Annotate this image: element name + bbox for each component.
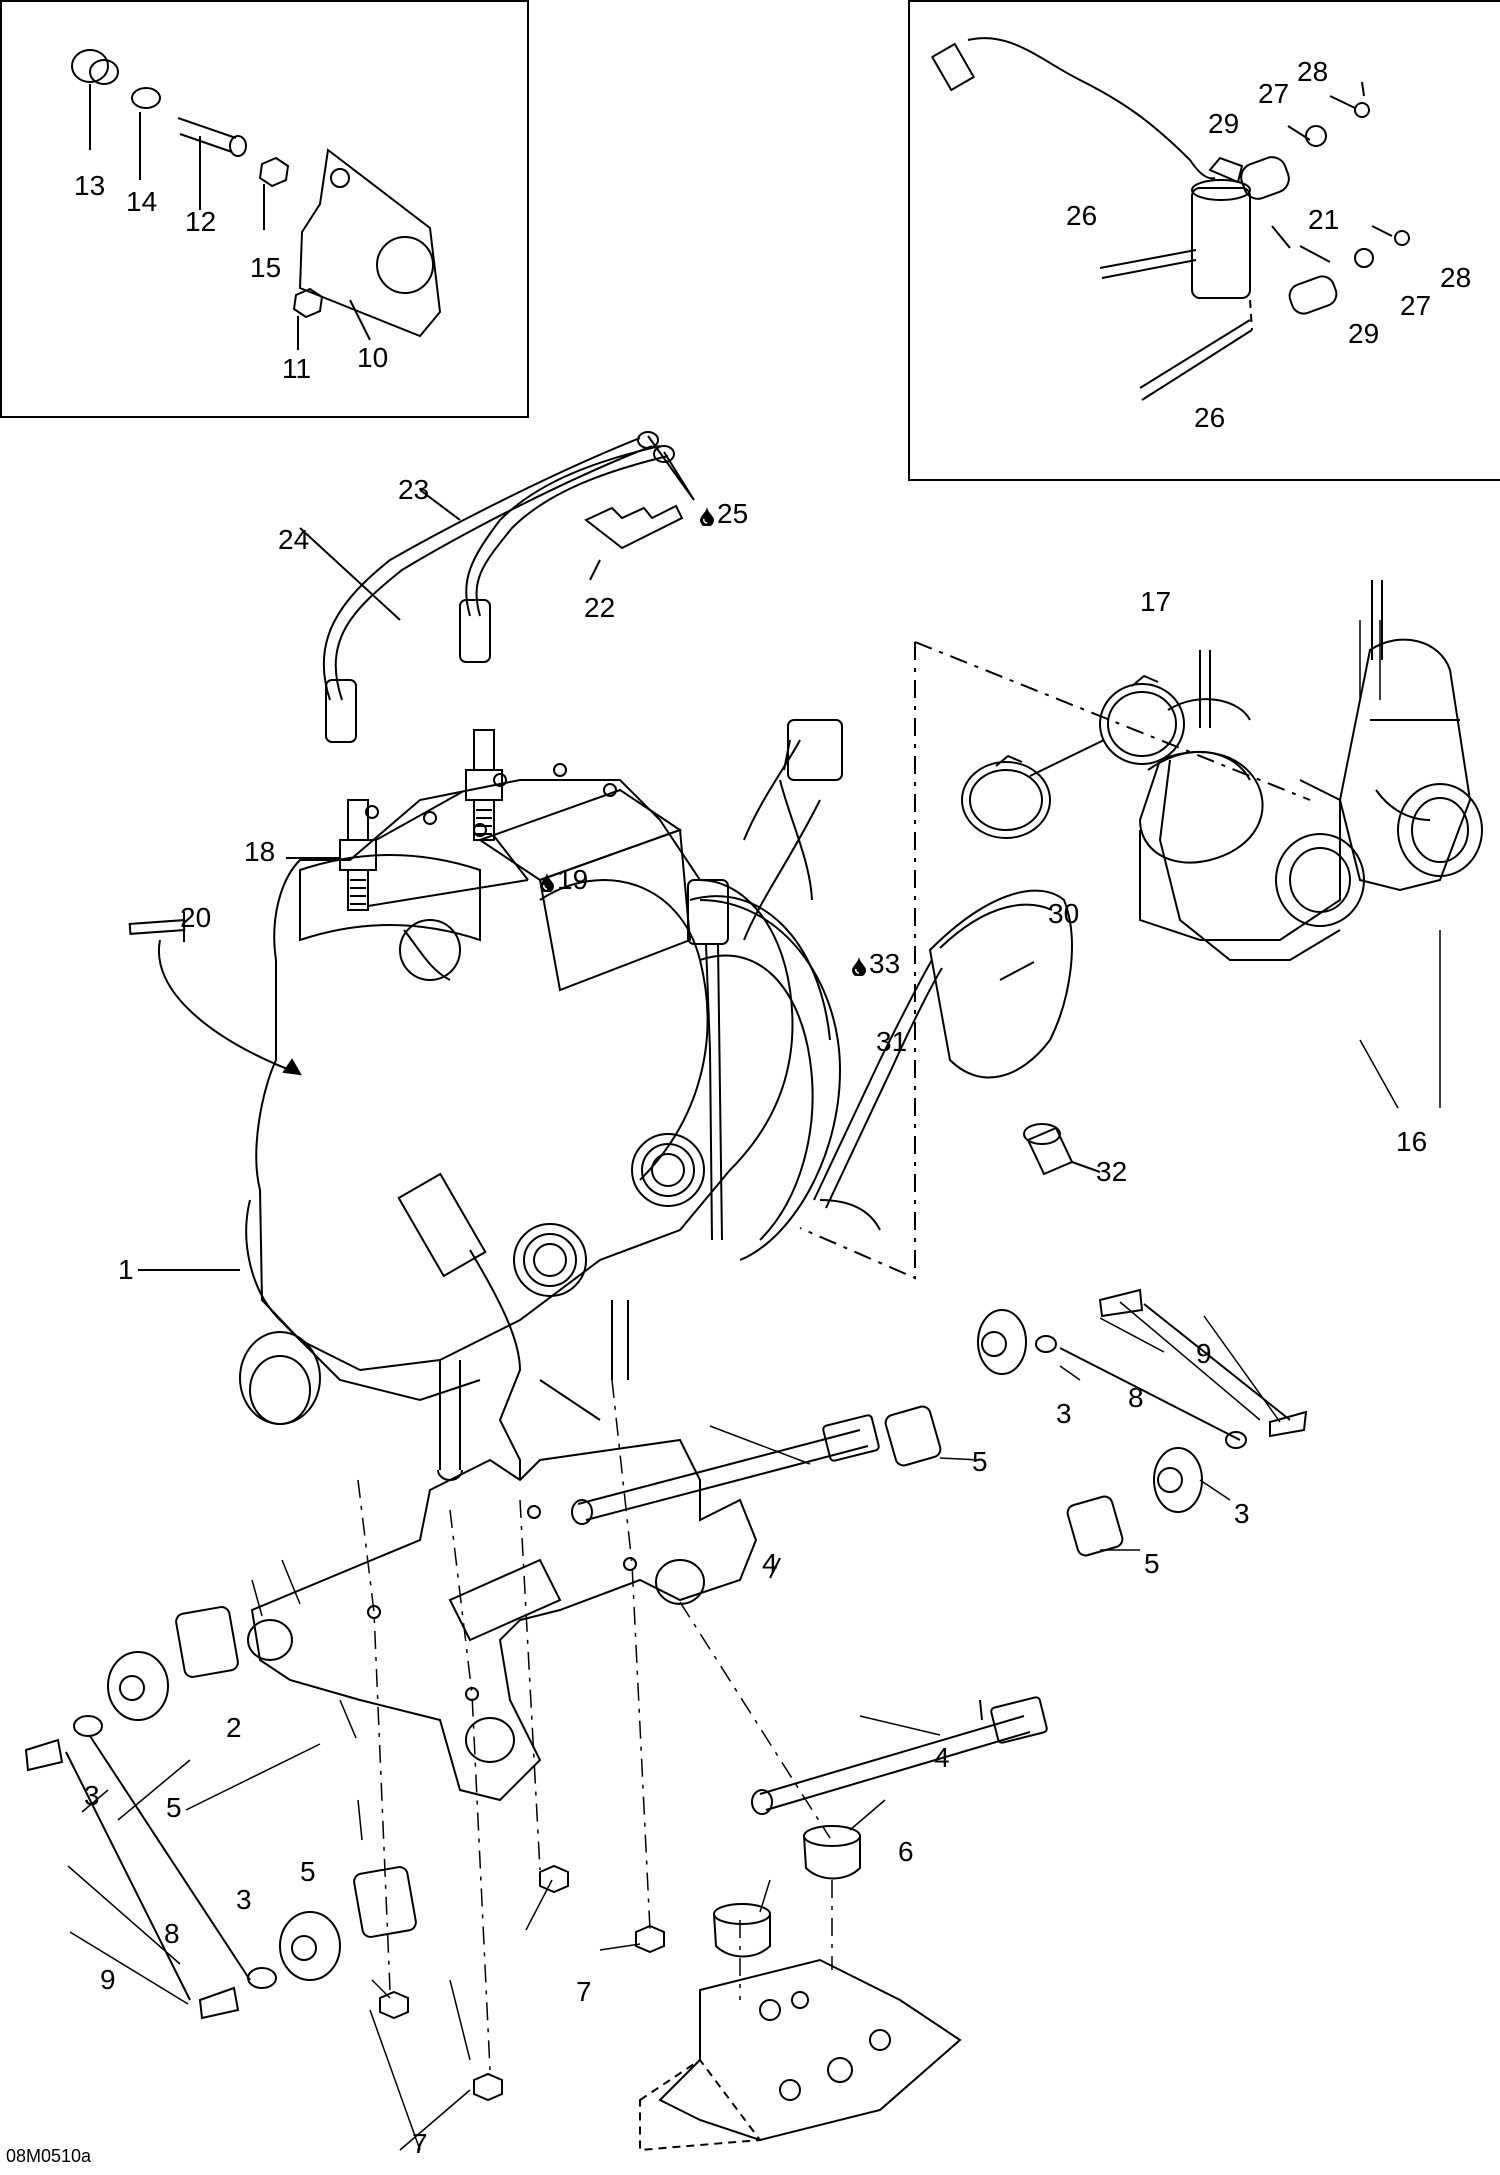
callout-27b: 27 (1400, 290, 1432, 321)
callout-19-number: 19 (557, 864, 589, 895)
oil-drop-icon (700, 506, 714, 526)
callout-33: 33 (852, 950, 900, 978)
callout-33-number: 33 (869, 948, 901, 979)
sleeve-part (1023, 1123, 1101, 1176)
callout-25-number: 25 (717, 498, 749, 529)
callout-26b: 26 (1194, 402, 1226, 433)
callout-7b: 7 (412, 2128, 428, 2159)
callout-9a: 9 (1196, 1338, 1212, 1369)
callout-25: 25 (700, 500, 748, 528)
inset-top-left-frame (0, 0, 529, 418)
leader-lines (67, 930, 1441, 2151)
callout-1: 1 (118, 1254, 134, 1285)
callout-19: 19 (540, 866, 588, 894)
callout-29b: 29 (1348, 318, 1380, 349)
callout-18: 18 (244, 836, 276, 867)
inset-top-right-frame (908, 0, 1500, 481)
callout-17: 17 (1140, 586, 1172, 617)
callout-3d: 3 (236, 1884, 252, 1915)
callout-5a: 5 (972, 1446, 988, 1477)
callout-7a: 7 (576, 1976, 592, 2007)
spark-plug-wires (299, 431, 695, 743)
callout-27a: 27 (1258, 78, 1290, 109)
left-mounts (24, 1606, 417, 2020)
engine-bracket (247, 1438, 758, 1802)
wiring-harness (687, 719, 1073, 1241)
callout-29a: 29 (1208, 108, 1240, 139)
callout-3c: 3 (84, 1780, 100, 1811)
callout-23: 23 (398, 474, 430, 505)
assembly-lines-lower (357, 1379, 833, 2071)
callout-11: 11 (282, 353, 312, 384)
callout-28b: 28 (1440, 262, 1472, 293)
callout-12: 12 (185, 206, 217, 237)
callout-6: 6 (898, 1836, 914, 1867)
ignition-coil-group (930, 37, 1410, 401)
callout-26a: 26 (1066, 200, 1098, 231)
callout-14: 14 (126, 186, 158, 217)
assembly-lines-upper (799, 641, 1311, 1280)
callout-15: 15 (250, 252, 282, 283)
callout-16: 16 (1396, 1126, 1428, 1157)
engine-block (138, 763, 842, 1481)
callout-31: 31 (876, 1026, 908, 1057)
lower-support-tray (639, 1958, 962, 2152)
callout-8a: 8 (1128, 1382, 1144, 1413)
rubber-dampers (713, 1825, 861, 1958)
mount-nuts (379, 1864, 665, 2102)
callout-30: 30 (1048, 898, 1080, 929)
callout-13: 13 (74, 170, 106, 201)
callout-5b: 5 (1144, 1548, 1160, 1579)
callout-22: 22 (584, 592, 616, 623)
oil-drop-icon (540, 872, 554, 892)
callout-4b: 4 (934, 1742, 950, 1773)
drawing-code: 08M0510a (6, 2146, 92, 2166)
callout-5d: 5 (300, 1856, 316, 1887)
callout-28a: 28 (1297, 56, 1329, 87)
intake-clamps (961, 674, 1185, 839)
oil-drop-icon (852, 956, 866, 976)
spark-plugs (286, 729, 529, 911)
callout-32: 32 (1096, 1156, 1128, 1187)
callout-20: 20 (180, 902, 212, 933)
callout-24: 24 (278, 524, 310, 555)
callout-3b: 3 (1234, 1498, 1250, 1529)
callout-4a: 4 (762, 1548, 778, 1579)
callout-21: 21 (1308, 204, 1340, 235)
callout-5c: 5 (166, 1792, 182, 1823)
mount-plate-group (71, 49, 442, 350)
callout-8b: 8 (164, 1918, 180, 1949)
callout-3a: 3 (1056, 1398, 1072, 1429)
carburetors (1138, 580, 1483, 961)
callout-2: 2 (226, 1712, 242, 1743)
label-arrow (128, 912, 302, 1076)
bushings-and-mounts (884, 1288, 1308, 1557)
callout-9b: 9 (100, 1964, 116, 1995)
callout-10: 10 (357, 342, 389, 373)
engine-mount-shafts (571, 1414, 1048, 1815)
